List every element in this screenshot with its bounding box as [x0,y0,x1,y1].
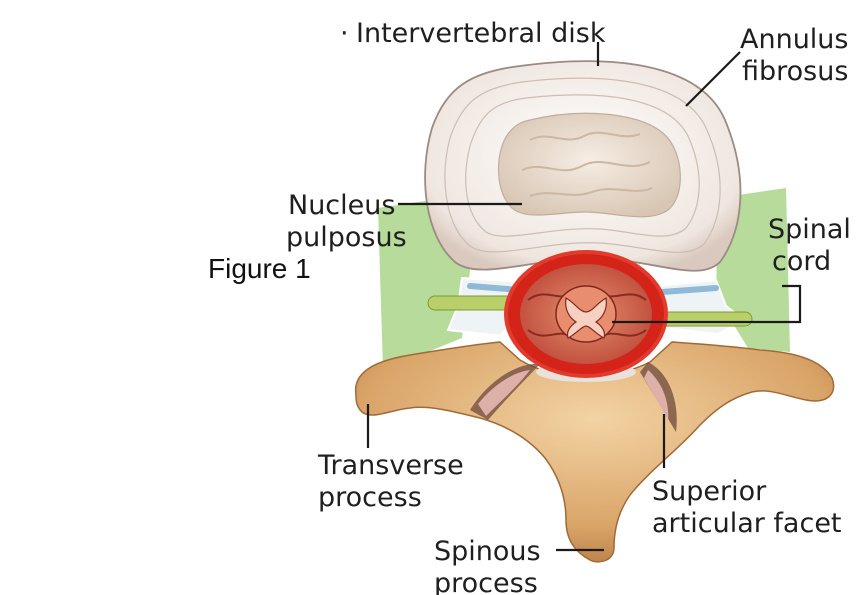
label-annulus-fibrosus-line2: fibrosus [742,56,848,87]
label-nucleus-pulposus-line1: Nucleus [288,190,395,221]
label-nucleus-pulposus-line2: pulposus [286,222,407,253]
label-annulus-fibrosus-line1: Annulus [740,24,849,55]
label-transverse-process-line2: process [318,482,422,513]
leader-annulus-fibrosus [686,52,740,106]
label-spinal-cord-line2: cord [772,246,831,277]
nucleus-pulposus-shape [499,113,681,216]
label-spinous-process-line1: Spinous [434,536,541,567]
label-spinal-cord-line1: Spinal [768,214,851,245]
label-intervertebral-disk-dot: · [340,18,349,49]
label-transverse-process-line1: Transverse [317,450,464,481]
right-nerve-root [656,312,752,326]
label-intervertebral-disk: Intervertebral disk [356,18,606,49]
figure-label: Figure 1 [208,253,311,284]
intervertebral-disk [425,61,740,271]
label-superior-articular-facet-line2: articular facet [652,508,842,539]
right-nerve-blue [662,288,716,292]
label-superior-articular-facet-line1: Superior [652,476,767,507]
label-spinous-process-line2: process [434,568,538,595]
spinal-cord [506,252,666,376]
